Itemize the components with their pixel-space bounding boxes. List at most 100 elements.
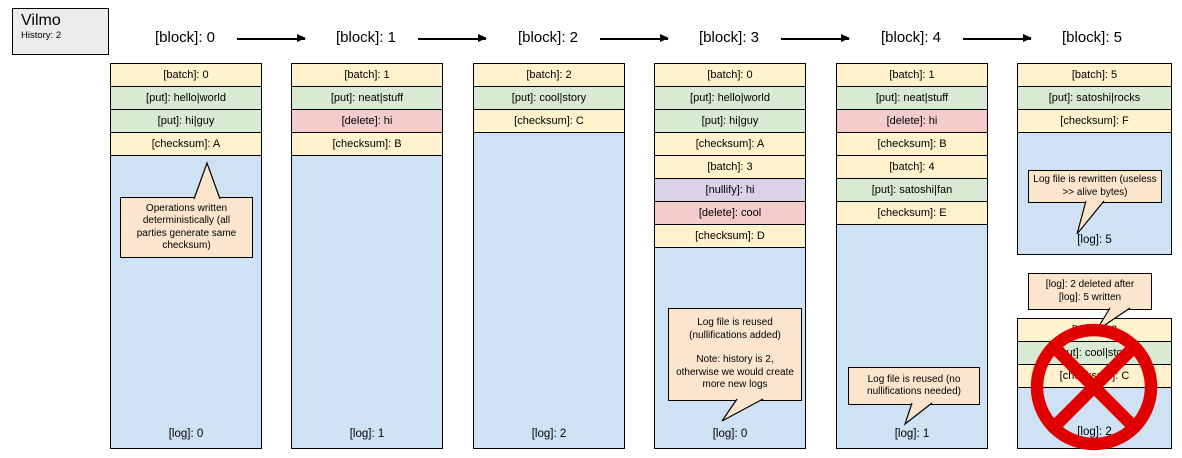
block-1-header: [block]: 1 (335, 29, 397, 46)
op-batch: [batch]: 2 (473, 63, 625, 87)
op-put: [put]: neat|stuff (836, 86, 988, 110)
op-label: [put]: satoshi|rocks (1048, 92, 1141, 104)
callout-tail-icon (193, 161, 221, 200)
op-label: [delete]: cool (698, 207, 762, 219)
block-2-column: [batch]: 2 [put]: cool|story [checksum]:… (473, 63, 625, 449)
op-batch: [batch]: 0 (110, 63, 262, 87)
flow-arrow-icon (963, 35, 1032, 41)
op-batch: [batch]: 1 (836, 63, 988, 87)
op-checksum: [checksum]: D (654, 224, 806, 248)
op-delete: [delete]: cool (654, 201, 806, 225)
block-1-column: [batch]: 1 [put]: neat|stuff [delete]: h… (291, 63, 443, 449)
callout-text: Log file is reused (nullifications added… (689, 317, 781, 341)
log-file-label: [log]: 2 (531, 428, 567, 440)
app-title: Vilmo (21, 12, 61, 29)
callout-log-reused: Log file is reused (no nullifications ne… (848, 367, 980, 405)
op-label: [checksum]: A (695, 138, 765, 150)
op-delete: [delete]: hi (836, 109, 988, 133)
op-delete: [delete]: hi (291, 109, 443, 133)
flow-arrow-icon (237, 35, 306, 41)
op-label: [batch]: 1 (344, 69, 390, 81)
log-file-label: [log]: 2 (1077, 426, 1112, 438)
block-4-header: [block]: 4 (880, 29, 942, 46)
op-label: [checksum]: D (695, 230, 765, 242)
op-label: [checksum]: B (877, 138, 947, 150)
flow-arrow-icon (781, 35, 850, 41)
callout-log-rewritten: Log file is rewritten (useless >> alive … (1028, 170, 1162, 203)
callout-tail-icon (1076, 200, 1105, 235)
op-put: [put]: hello|world (110, 86, 262, 110)
op-label: [checksum]: E (877, 207, 947, 219)
op-nullify: [nullify]: hi (654, 178, 806, 202)
op-checksum: [checksum]: F (1017, 109, 1172, 133)
op-batch: [batch]: 1 (291, 63, 443, 87)
op-label: [put]: hello|world (146, 92, 226, 104)
callout-text: [log]: 2 deleted after [log]: 5 written (1045, 279, 1135, 303)
op-put: [put]: hi|guy (654, 109, 806, 133)
op-put: [put]: hi|guy (110, 109, 262, 133)
block-3-column: [batch]: 0 [put]: hello|world [put]: hi|… (654, 63, 806, 449)
op-label: [batch]: 0 (707, 69, 753, 81)
log-file-label: [log]: 1 (349, 428, 385, 440)
op-label: [checksum]: C (514, 115, 584, 127)
op-put: [put]: neat|stuff (291, 86, 443, 110)
op-label: [checksum]: B (332, 138, 402, 150)
op-label: [batch]: 2 (526, 69, 572, 81)
flow-arrow-icon (418, 35, 487, 41)
op-batch: [batch]: 5 (1017, 63, 1172, 87)
log-file-label: [log]: 0 (168, 428, 204, 440)
op-checksum: [checksum]: A (654, 132, 806, 156)
op-label: [delete]: hi (341, 115, 393, 127)
callout-text: Operations written deterministically (al… (136, 202, 237, 252)
block-5-header: [block]: 5 (1061, 29, 1123, 46)
op-label: [put]: hi|guy (157, 115, 215, 127)
log-file-label: [log]: 0 (712, 428, 748, 440)
op-checksum: [checksum]: E (836, 201, 988, 225)
op-put: [put]: hello|world (654, 86, 806, 110)
callout-log-reused-nullifications: Log file is reused (nullifications added… (668, 308, 802, 401)
op-label: [nullify]: hi (705, 184, 755, 196)
log-file-area: [log]: 1 (291, 155, 443, 449)
op-checksum: [checksum]: A (110, 132, 262, 156)
op-put: [put]: satoshi|rocks (1017, 86, 1172, 110)
op-label: [checksum]: A (151, 138, 221, 150)
op-label: [put]: satoshi|fan (871, 184, 953, 196)
op-label: [batch]: 1 (889, 69, 935, 81)
op-batch: [batch]: 4 (836, 155, 988, 179)
block-0-header: [block]: 0 (154, 29, 216, 46)
flow-arrow-icon (600, 35, 669, 41)
callout-tail-icon (721, 398, 764, 422)
op-label: [put]: hi|guy (701, 115, 759, 127)
callout-tail-icon (903, 402, 933, 426)
spacer (675, 342, 795, 354)
block-4-column: [batch]: 1 [put]: neat|stuff [delete]: h… (836, 63, 988, 449)
op-label: [batch]: 3 (707, 161, 753, 173)
log-file-label: [log]: 5 (1077, 234, 1112, 246)
op-label: [put]: cool|story (1057, 347, 1132, 359)
op-label: [batch]: 5 (1071, 69, 1118, 81)
callout-deterministic: Operations written deterministically (al… (120, 197, 253, 258)
op-label: [checksum]: F (1060, 115, 1129, 127)
op-label: [put]: neat|stuff (330, 92, 404, 104)
deleted-cross-icon (1030, 323, 1158, 451)
op-label: [put]: hello|world (690, 92, 770, 104)
op-label: [batch]: 0 (163, 69, 209, 81)
op-label: [batch]: 4 (889, 161, 935, 173)
op-label: [put]: neat|stuff (875, 92, 949, 104)
log-file-area: [log]: 2 (473, 132, 625, 449)
callout-log-deleted: [log]: 2 deleted after [log]: 5 written (1028, 273, 1152, 310)
op-label: [delete]: hi (886, 115, 938, 127)
op-checksum: [checksum]: B (836, 132, 988, 156)
history-setting: History: 2 (21, 30, 62, 41)
block-2-header: [block]: 2 (517, 29, 579, 46)
block-3-header: [block]: 3 (698, 29, 760, 46)
op-put: [put]: cool|story (473, 86, 625, 110)
op-label: [put]: cool|story (511, 92, 587, 104)
callout-text: Log file is rewritten (useless >> alive … (1033, 174, 1157, 198)
legend-box: Vilmo History: 2 (12, 8, 109, 55)
op-batch: [batch]: 0 (654, 63, 806, 87)
op-checksum: [checksum]: C (473, 109, 625, 133)
log-file-label: [log]: 1 (894, 428, 930, 440)
op-put: [put]: satoshi|fan (836, 178, 988, 202)
